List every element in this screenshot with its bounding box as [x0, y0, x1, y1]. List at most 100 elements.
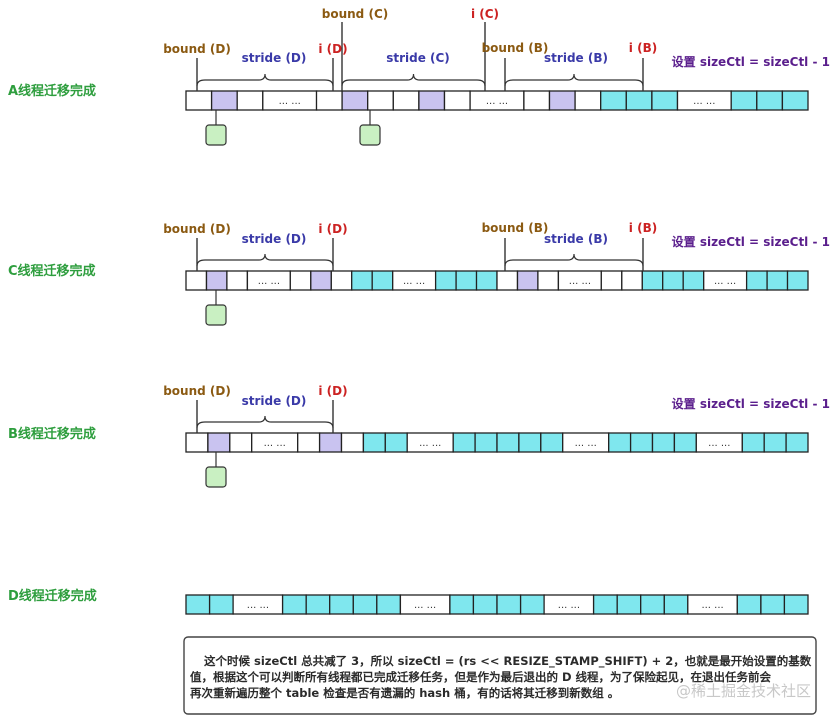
watermark: @稀土掘金技术社区	[676, 682, 811, 700]
array-cell	[629, 432, 654, 453]
array-cell	[434, 270, 457, 291]
array-cell	[516, 270, 539, 291]
array-cell	[341, 90, 369, 111]
array-cell	[785, 432, 809, 453]
migrated-node-box	[205, 466, 227, 488]
array-cell	[455, 270, 478, 291]
index-label: i (C)	[471, 7, 499, 21]
array-cell	[574, 90, 602, 111]
sizectl-note: 设置 sizeCtl = sizeCtl - 1	[672, 396, 830, 411]
sizectl-note: 设置 sizeCtl = sizeCtl - 1	[672, 234, 830, 249]
array-cell	[651, 90, 679, 111]
index-label: stride (D)	[242, 394, 307, 408]
array-cell	[315, 90, 343, 111]
ellipsis-label: ... ...	[693, 96, 715, 107]
array-cell	[384, 432, 408, 453]
ellipsis-label: ... ...	[569, 276, 591, 287]
index-label: i (D)	[318, 42, 347, 56]
array-cell	[226, 270, 249, 291]
summary-line: 再次重新遍历整个 table 检查是否有遗漏的 hash 桶，有的话将其迁移到新…	[190, 686, 619, 700]
index-label: i (D)	[318, 222, 347, 236]
array-cell	[523, 90, 551, 111]
array-cell	[205, 270, 228, 291]
ellipsis-label: ... ...	[714, 276, 736, 287]
array-cell	[207, 432, 231, 453]
ellipsis-label: ... ...	[419, 438, 441, 449]
array-cell	[608, 432, 632, 453]
index-label: i (D)	[318, 384, 347, 398]
array-cell	[741, 432, 765, 453]
array-cell	[616, 594, 642, 615]
index-label: i (B)	[629, 41, 657, 55]
array-cell	[297, 432, 321, 453]
index-label: stride (D)	[242, 232, 307, 246]
array-cell	[625, 90, 653, 111]
array-cell	[392, 90, 420, 111]
array-cell	[730, 90, 758, 111]
array-cell	[662, 270, 684, 291]
array-cell	[305, 594, 331, 615]
array-cell	[318, 432, 343, 453]
array-cell	[329, 594, 354, 615]
index-label: stride (D)	[242, 51, 307, 65]
array-cell	[518, 432, 542, 453]
ellipsis-label: ... ...	[708, 438, 730, 449]
index-label: bound (C)	[322, 7, 388, 21]
stride-brace	[196, 415, 334, 429]
stride-brace	[196, 73, 334, 87]
array-cell	[600, 90, 627, 111]
array-cell	[449, 594, 475, 615]
row-title: B线程迁移完成	[8, 426, 96, 442]
array-cell	[330, 270, 353, 291]
migrated-node-box	[205, 124, 227, 146]
array-cell	[185, 594, 211, 615]
array-cell	[310, 270, 332, 291]
array-cell	[519, 594, 545, 615]
array-cell	[443, 90, 471, 111]
array-cell	[745, 270, 768, 291]
array-cell	[540, 432, 564, 453]
array-cell	[682, 270, 705, 291]
array-cell	[496, 432, 520, 453]
array-cell	[592, 594, 618, 615]
index-label: stride (B)	[544, 232, 608, 246]
index-label: bound (D)	[163, 42, 231, 56]
ellipsis-label: ... ...	[558, 600, 580, 611]
array-cell	[210, 90, 238, 111]
row-title: C线程迁移完成	[8, 263, 96, 279]
array-cell	[475, 270, 498, 291]
array-cell	[756, 90, 784, 111]
array-cell	[352, 594, 378, 615]
migrated-node-box	[359, 124, 381, 146]
index-label: bound (D)	[163, 384, 231, 398]
index-label: stride (B)	[544, 51, 608, 65]
index-label: i (B)	[629, 221, 657, 235]
index-label: stride (C)	[386, 51, 450, 65]
array-cell	[673, 432, 697, 453]
index-label: bound (D)	[163, 222, 231, 236]
stride-brace	[341, 73, 486, 87]
array-cell	[763, 432, 787, 453]
array-cell	[208, 594, 234, 615]
array-cell	[185, 270, 208, 291]
array-cell	[362, 432, 386, 453]
array-cell	[289, 270, 312, 291]
array-cell	[783, 594, 809, 615]
ellipsis-label: ... ...	[258, 276, 280, 287]
array-cell	[548, 90, 576, 111]
ellipsis-label: ... ...	[486, 96, 508, 107]
array-cell	[474, 432, 498, 453]
array-cell	[496, 594, 522, 615]
migrated-node-box	[205, 304, 227, 326]
array-cell	[371, 270, 394, 291]
array-cell	[281, 594, 307, 615]
array-cell	[376, 594, 402, 615]
array-cell	[621, 270, 643, 291]
array-cell	[351, 270, 373, 291]
ellipsis-label: ... ...	[264, 438, 286, 449]
array-cell	[185, 432, 209, 453]
array-cell	[367, 90, 394, 111]
ellipsis-label: ... ...	[279, 96, 301, 107]
array-cell	[641, 270, 664, 291]
